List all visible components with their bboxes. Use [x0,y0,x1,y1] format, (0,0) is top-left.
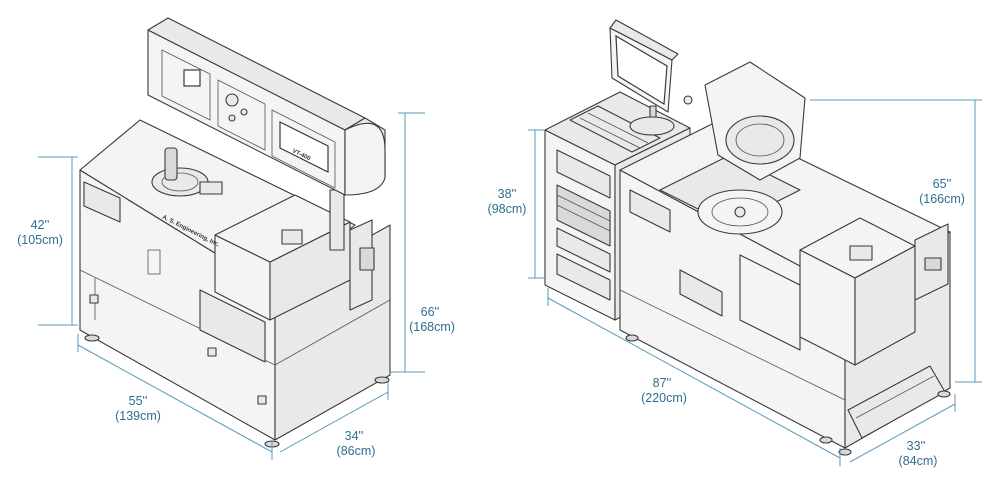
right-height-cm: (98cm) [488,202,527,216]
left-depth-inches: 34'' [345,429,364,443]
right-width-inches: 87'' [653,376,672,390]
right-depth-cm: (84cm) [899,454,938,468]
left-height-inches: 42'' [31,218,50,232]
left-height-cm: (105cm) [17,233,63,247]
left-dimensions: 42'' (105cm) 66'' (168cm) 55'' (139cm) 3… [17,112,455,460]
left-depth-cm: (86cm) [337,444,376,458]
left-total-height-cm: (168cm) [409,320,455,334]
right-height-inches: 38'' [498,187,517,201]
left-width-cm: (139cm) [115,409,161,423]
right-width-cm: (220cm) [641,391,687,405]
left-total-height-inches: 66'' [421,305,440,319]
right-total-height-inches: 65'' [933,177,952,191]
left-width-inches: 55'' [129,394,148,408]
left-machine: VT-400 A. S. Engineering, Inc. [79,17,391,448]
right-total-height-cm: (166cm) [919,192,965,206]
right-dimensions: 38'' (98cm) 65'' (166cm) 87'' (220cm) 33… [488,99,982,468]
right-machine [544,19,951,456]
right-depth-inches: 33'' [907,439,926,453]
